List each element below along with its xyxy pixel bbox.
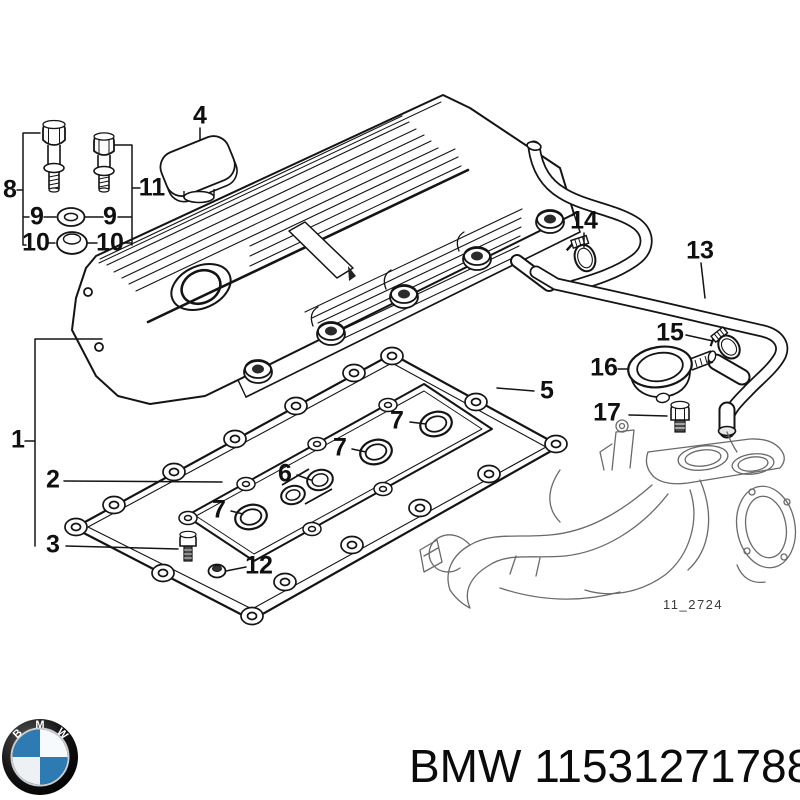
leader-15 (685, 334, 714, 342)
seal-ring-7c (234, 503, 268, 531)
seal-rings-drawing (234, 410, 453, 531)
part-number: 11531271788 (534, 740, 800, 792)
leader-1 (24, 338, 103, 547)
callout-leader-lines (16, 127, 714, 572)
hose-clamp-14 (565, 234, 597, 273)
vent-valve-drawing (627, 345, 717, 404)
diagram-code: 11_2724 (663, 597, 724, 612)
leader-2 (63, 480, 223, 483)
cover-bolt-11-drawing (93, 132, 115, 193)
bolt-3-drawing (179, 530, 197, 562)
bracket-8 (16, 132, 57, 246)
leader-12 (225, 566, 247, 572)
cover-bolt-bosses (243, 209, 565, 384)
seal-ring-7b (359, 438, 393, 466)
cover-ribs-upper (99, 115, 462, 292)
outer-gasket-lugs (64, 346, 568, 626)
cover-bolt-8-drawing (42, 119, 66, 193)
valve-cover-drawing (71, 94, 581, 405)
washer-9-drawing (56, 207, 86, 227)
leader-5 (496, 387, 535, 392)
grommet-12-drawing (207, 563, 227, 579)
leader-7 (230, 421, 427, 515)
bmw-logo-quadrants (12, 729, 68, 785)
leader-3 (65, 545, 179, 550)
cover-slot (288, 221, 356, 281)
intake-manifold-drawing (419, 419, 797, 609)
part-number-title: BMW 11531271788 (409, 739, 800, 793)
inner-gasket-lugs (178, 397, 398, 537)
leader-6 (296, 474, 312, 481)
breather-hose-drawing (510, 140, 789, 439)
seal-ring-7a (419, 410, 453, 438)
grommet-10-drawing (56, 231, 88, 255)
leader-13 (700, 262, 706, 299)
outer-gasket-drawing (64, 346, 568, 626)
bmw-letter-m: M (35, 719, 44, 731)
leader-17 (628, 414, 668, 417)
bracket-11 (84, 144, 141, 246)
bolt-17-drawing (670, 400, 690, 433)
brand-name: BMW (409, 740, 522, 792)
double-seal-6 (280, 468, 334, 506)
inner-gasket-drawing (178, 383, 493, 562)
bmw-logo: B M W (2, 719, 78, 795)
oil-filler-opening (170, 263, 232, 311)
oil-cap-drawing (159, 135, 238, 204)
